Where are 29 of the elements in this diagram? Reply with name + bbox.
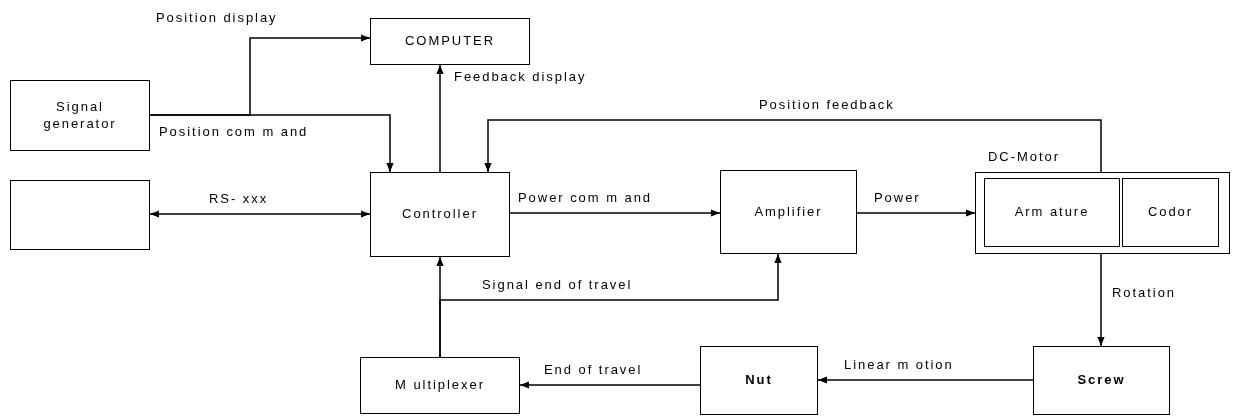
arrow [1097, 253, 1105, 347]
node-label: Controller [402, 206, 478, 223]
process-box [10, 180, 150, 250]
process-box [984, 178, 1120, 247]
arrow [509, 209, 721, 217]
node-label: M ultiplexer [395, 377, 485, 394]
node-label: Signal generator [42, 99, 118, 132]
node-label: COMPUTER [405, 33, 495, 50]
arrow [817, 376, 1034, 384]
arrow [149, 34, 371, 116]
arrow [484, 119, 1102, 173]
arrow [856, 209, 976, 217]
process-box [370, 172, 510, 257]
process-box [1033, 346, 1170, 415]
process-box [700, 346, 818, 415]
process-box [360, 357, 520, 414]
process-box [1122, 178, 1219, 247]
arrow [519, 381, 701, 389]
arrow [439, 253, 782, 358]
arrow [149, 210, 371, 218]
process-box [720, 170, 857, 254]
node-label: Amplifier [754, 203, 823, 221]
node-label: Screw [1077, 372, 1126, 389]
process-box [370, 18, 530, 65]
arrow [436, 64, 444, 173]
node-label: Nut [745, 372, 773, 389]
process-box [10, 80, 150, 151]
node-label: Arm ature [1014, 204, 1090, 221]
node-label: Codor [1147, 204, 1194, 221]
